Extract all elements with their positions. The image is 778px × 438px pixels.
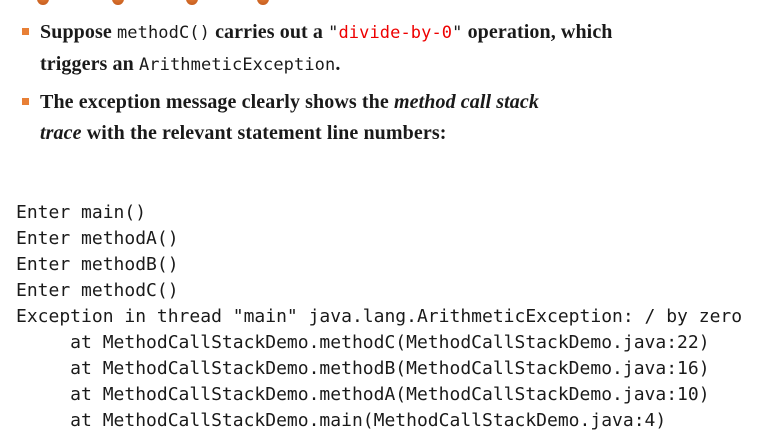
quote-mark: " (328, 23, 339, 43)
console-line-enter-methodB: Enter methodB() (16, 254, 179, 275)
square-bullet-icon (22, 98, 29, 105)
bullet-line: triggers an ArithmeticException. (40, 49, 762, 81)
bullet-line: Suppose methodC() carries out a "divide-… (40, 17, 762, 49)
inline-code-methodC: methodC() (116, 23, 210, 43)
clipped-title-descender-icon (112, 0, 124, 5)
console-line-stack-frame-methodA: at MethodCallStackDemo.methodA(MethodCal… (16, 384, 710, 405)
console-output: Enter main() Enter methodA() Enter metho… (16, 200, 776, 434)
inline-code-divide-by-0: divide-by-0 (338, 23, 453, 43)
console-line-stack-frame-methodB: at MethodCallStackDemo.methodB(MethodCal… (16, 358, 710, 379)
console-line-stack-frame-main: at MethodCallStackDemo.main(MethodCallSt… (16, 410, 667, 431)
bullet-text: The exception message clearly shows the (40, 91, 394, 113)
bullet-item-divide-by-zero: Suppose methodC() carries out a "divide-… (22, 17, 762, 81)
bullet-text: operation, which (462, 21, 613, 43)
quote-mark: " (452, 23, 463, 43)
console-line-enter-methodC: Enter methodC() (16, 280, 179, 301)
bullet-line: The exception message clearly shows the … (40, 87, 762, 118)
console-line-enter-main: Enter main() (16, 202, 147, 223)
console-line-exception: Exception in thread "main" java.lang.Ari… (16, 306, 743, 327)
square-bullet-icon (22, 28, 29, 35)
bullet-line: trace with the relevant statement line n… (40, 118, 762, 149)
bullet-text: triggers an (40, 53, 139, 75)
bullet-text-emphasis: method call stack (393, 91, 539, 113)
bullet-text: . (335, 53, 341, 75)
bullet-text: with the relevant statement line numbers… (81, 122, 447, 144)
console-line-stack-frame-methodC: at MethodCallStackDemo.methodC(MethodCal… (16, 332, 710, 353)
clipped-title-descender-icon (37, 0, 49, 5)
bullet-item-stack-trace: The exception message clearly shows the … (22, 87, 762, 149)
inline-code-arithmetic-exception: ArithmeticException (138, 55, 336, 75)
clipped-title-descender-icon (186, 0, 198, 5)
clipped-title-descender-icon (257, 0, 269, 5)
bullet-text: carries out a (209, 21, 329, 43)
bullet-text-emphasis: trace (40, 122, 82, 144)
bullet-text: Suppose (40, 21, 117, 43)
bullet-list: Suppose methodC() carries out a "divide-… (22, 17, 762, 155)
console-line-enter-methodA: Enter methodA() (16, 228, 179, 249)
